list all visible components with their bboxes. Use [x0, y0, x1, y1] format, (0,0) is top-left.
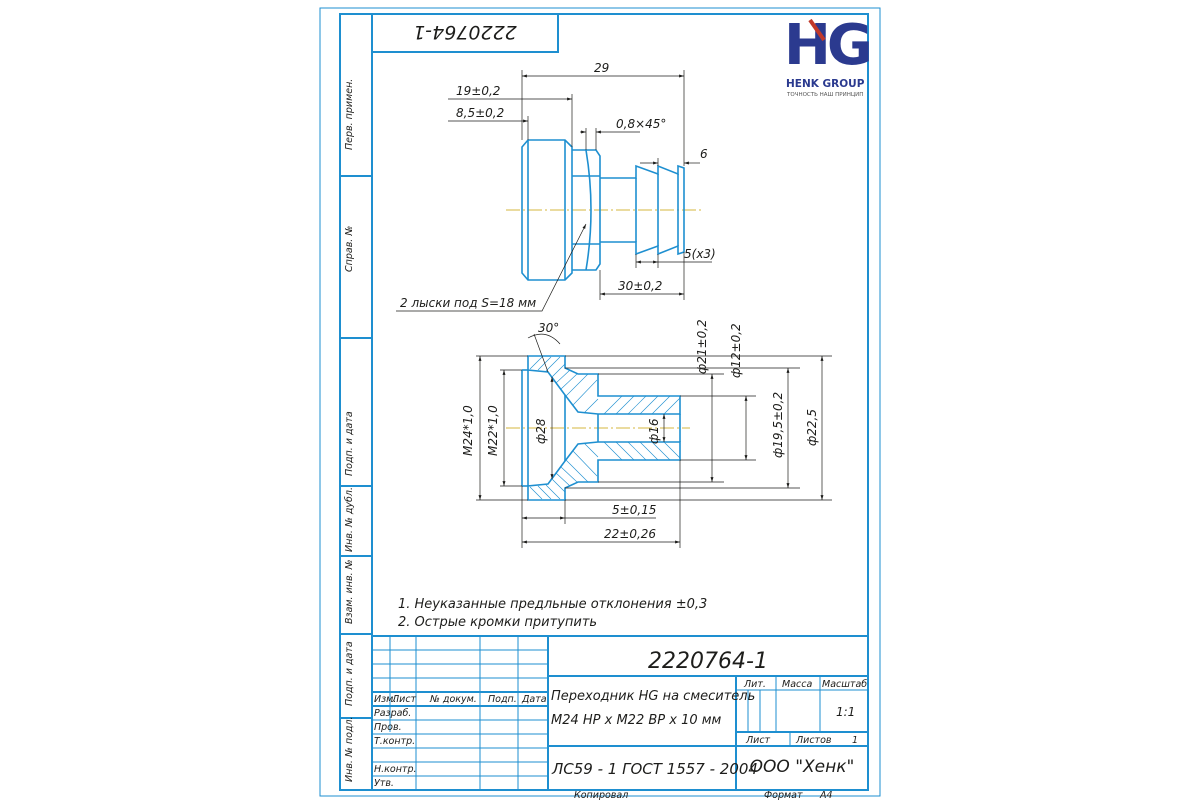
logo-letters: HG — [784, 13, 869, 78]
strip-perv-primen: Перв. примен. — [344, 79, 355, 150]
col-podp: Подп. — [488, 694, 517, 705]
company-logo: HG HENK GROUP ТОЧНОСТЬ НАШ ПРИНЦИП — [784, 13, 873, 98]
format-label: Формат — [764, 790, 803, 800]
dim-30: 30±0,2 — [618, 279, 662, 293]
listov-value: 1 — [852, 735, 858, 746]
dim-d19-5: ф19,5±0,2 — [771, 392, 785, 458]
view-exterior-labels: 29 19±0,2 8,5±0,2 0,8×45° 6 5(х3) 30±0,2… — [400, 61, 716, 310]
view-exterior — [396, 70, 712, 312]
col-list: Лист — [391, 694, 417, 705]
dim-m22: М22*1,0 — [486, 405, 500, 456]
header-lit: Лит. — [743, 679, 766, 690]
row-razrab: Разраб. — [374, 708, 411, 719]
note-1: 1. Неуказанные предльные отклонения ±0,3 — [398, 597, 707, 612]
dim-19: 19±0,2 — [456, 84, 500, 98]
dim-chamfer: 0,8×45° — [616, 117, 666, 131]
format-value: А4 — [819, 790, 833, 800]
section-lower-half — [527, 441, 681, 501]
header-masshtab: Масштаб — [822, 679, 867, 690]
dim-d22-5: ф22,5 — [805, 409, 819, 446]
view-section — [476, 333, 832, 548]
row-prov: Пров. — [374, 722, 402, 733]
dim-5: 5±0,15 — [612, 503, 656, 517]
kopiroval: Копировал — [574, 790, 628, 800]
header-massa: Масса — [782, 679, 812, 690]
material: ЛС59 - 1 ГОСТ 1557 - 2004 — [551, 760, 758, 778]
logo-accent-mark — [808, 18, 826, 42]
note-2: 2. Острые кромки притупить — [398, 615, 597, 630]
designation: 2220764-1 — [648, 649, 768, 674]
dim-29: 29 — [594, 61, 609, 75]
sheet-frame — [319, 7, 881, 797]
dim-d12: ф12±0,2 — [729, 323, 743, 378]
left-strip-labels: Перв. примен. Справ. № Подп. и дата Инв.… — [344, 79, 355, 782]
strip-podp-data-2: Подп. и дата — [344, 641, 355, 706]
col-docum: № докум. — [429, 694, 477, 705]
dim-m24: М24*1,0 — [461, 405, 475, 456]
row-nkontr: Н.контр. — [374, 764, 417, 775]
technical-notes: 1. Неуказанные предльные отклонения ±0,3… — [398, 597, 707, 630]
header-list: Лист — [745, 735, 771, 746]
row-utv: Утв. — [374, 778, 394, 789]
scale-value: 1:1 — [836, 705, 855, 719]
row-tkontr: Т.контр. — [374, 736, 415, 747]
strip-vzam-inv: Взам. инв. № — [344, 559, 355, 624]
company: ООО "Хенк" — [750, 757, 855, 777]
strip-podp-data-1: Подп. и дата — [344, 411, 355, 476]
title-block-text: 2220764-1 Переходник HG на смеситель М24… — [374, 649, 867, 800]
dim-5x3: 5(х3) — [684, 247, 716, 261]
top-stamp: 2220764-1 — [371, 13, 559, 53]
note-flats: 2 лыски под S=18 мм — [400, 296, 536, 310]
dim-d28: ф28 — [534, 418, 548, 444]
header-listov: Листов — [795, 735, 832, 746]
dim-8-5: 8,5±0,2 — [456, 106, 504, 120]
dim-22: 22±0,26 — [604, 527, 656, 541]
dim-d21: ф21±0,2 — [695, 319, 709, 374]
dim-6: 6 — [700, 147, 708, 161]
section-hatching — [529, 356, 681, 500]
top-stamp-text: 2220764-1 — [413, 21, 517, 43]
dim-d16: ф16 — [647, 418, 661, 444]
strip-inv-podl: Инв. № подл. — [344, 716, 355, 782]
logo-name: HENK GROUP — [786, 78, 865, 90]
col-data: Дата — [521, 694, 547, 705]
logo-tagline: ТОЧНОСТЬ НАШ ПРИНЦИП — [786, 92, 863, 98]
product-name-line2: М24 НР х М22 ВР х 10 мм — [551, 713, 722, 728]
dim-angle: 30° — [538, 321, 559, 335]
col-izm: Изм. — [374, 694, 396, 705]
section-upper-half — [527, 355, 681, 415]
strip-inv-dubl: Инв. № дубл. — [344, 487, 355, 552]
product-name-line1: Переходник HG на смеситель — [551, 689, 755, 704]
strip-sprav: Справ. № — [344, 226, 355, 272]
title-block — [372, 635, 868, 790]
view-section-labels: 30° М24*1,0 М22*1,0 ф28 ф16 ф21±0,2 ф12±… — [461, 319, 819, 541]
